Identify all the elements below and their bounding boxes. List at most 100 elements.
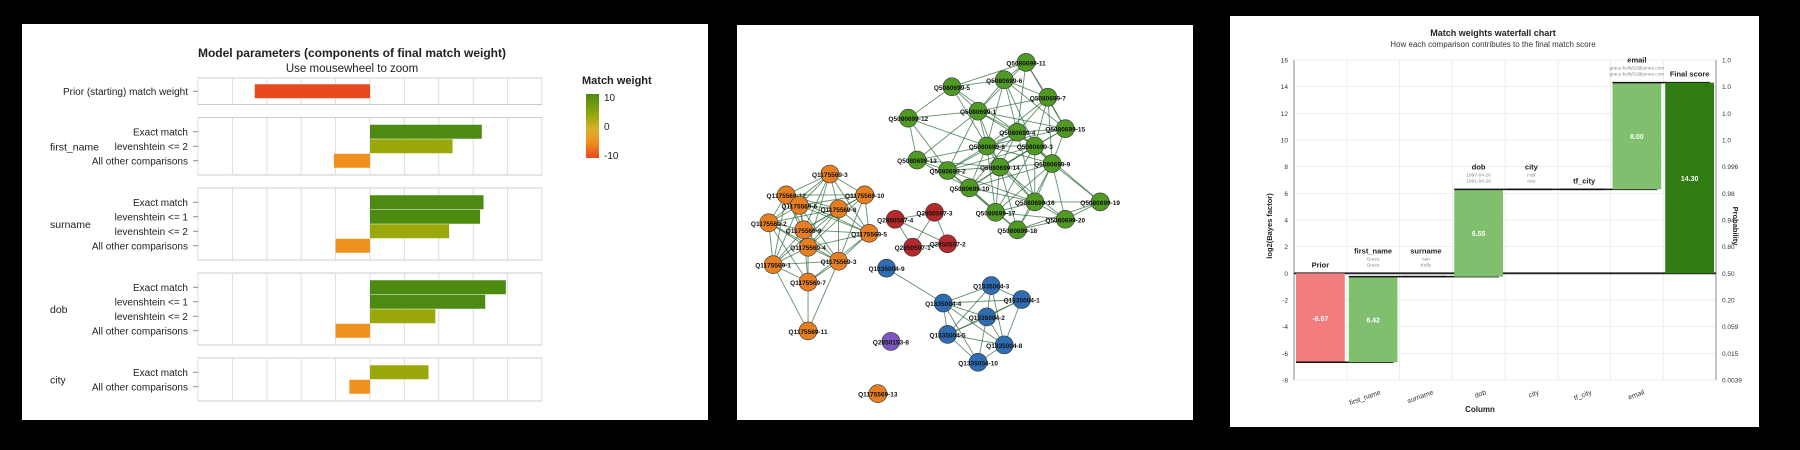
graph-node[interactable] bbox=[1042, 154, 1062, 173]
graph-node[interactable] bbox=[1038, 87, 1058, 107]
node-label: Q1335004-9 bbox=[868, 266, 905, 273]
graph-edge bbox=[969, 187, 1035, 203]
weight-bar[interactable] bbox=[370, 124, 482, 139]
y2-tick-label: 0.015 bbox=[1722, 351, 1739, 358]
graph-node[interactable] bbox=[899, 108, 918, 128]
graph-node[interactable] bbox=[986, 203, 1005, 222]
graph-node[interactable] bbox=[1008, 122, 1027, 142]
graph-node[interactable] bbox=[1025, 192, 1045, 212]
graph-edge bbox=[1003, 79, 1036, 147]
graph-node[interactable] bbox=[855, 185, 875, 205]
category-header: Prior bbox=[1312, 260, 1330, 269]
graph-node[interactable] bbox=[868, 384, 888, 404]
facet-label: city bbox=[50, 375, 67, 387]
weight-bar[interactable] bbox=[349, 379, 370, 394]
graph-node[interactable] bbox=[968, 101, 988, 121]
weight-bar[interactable] bbox=[370, 224, 450, 239]
weight-bar[interactable] bbox=[370, 280, 506, 295]
graph-edge bbox=[995, 163, 1053, 213]
graph-node[interactable] bbox=[885, 210, 905, 229]
weight-bar[interactable] bbox=[370, 195, 484, 210]
weight-bar[interactable] bbox=[370, 294, 486, 309]
graph-node[interactable] bbox=[968, 353, 988, 372]
graph-node[interactable] bbox=[942, 77, 962, 97]
graph-node[interactable] bbox=[981, 276, 1001, 295]
graph-node[interactable] bbox=[859, 223, 879, 243]
graph-node[interactable] bbox=[877, 258, 896, 278]
node-label: Q1175569-1 bbox=[755, 263, 791, 270]
waterfall-bar[interactable] bbox=[1348, 276, 1398, 363]
bar-value-label: 8.00 bbox=[1630, 134, 1644, 141]
node-label: Q1175569-12 bbox=[767, 193, 807, 200]
graph-node[interactable] bbox=[763, 255, 783, 274]
weight-bar[interactable] bbox=[335, 323, 370, 338]
row-label: Exact match bbox=[133, 368, 188, 379]
row-label: All other comparisons bbox=[92, 241, 188, 252]
graph-node[interactable] bbox=[1025, 136, 1045, 156]
graph-node[interactable] bbox=[1055, 119, 1075, 138]
graph-node[interactable] bbox=[798, 272, 818, 292]
graph-node[interactable] bbox=[881, 332, 901, 351]
graph-edge bbox=[799, 204, 870, 234]
waterfall-bar[interactable] bbox=[1612, 82, 1662, 190]
graph-node[interactable] bbox=[994, 335, 1014, 355]
value-annotation: Hull bbox=[1527, 172, 1535, 178]
y2-tick-label: 0.0039 bbox=[1722, 378, 1742, 385]
waterfall-bar[interactable] bbox=[1296, 273, 1345, 363]
graph-node[interactable] bbox=[990, 157, 1010, 177]
graph-node[interactable] bbox=[790, 196, 809, 215]
node-label: Q1175569-8 bbox=[821, 207, 857, 214]
graph-node[interactable] bbox=[829, 199, 848, 219]
weight-bar[interactable] bbox=[335, 238, 370, 253]
graph-node[interactable] bbox=[759, 213, 779, 233]
value-annotation: grace.kelly52@jones.com bbox=[1609, 66, 1664, 72]
weight-bar[interactable] bbox=[333, 153, 370, 168]
weight-bar[interactable] bbox=[370, 309, 436, 324]
category-header: dob bbox=[1472, 162, 1486, 171]
graph-node[interactable] bbox=[994, 70, 1014, 90]
weight-bar[interactable] bbox=[370, 139, 453, 154]
graph-node[interactable] bbox=[938, 161, 957, 180]
graph-edge bbox=[886, 267, 944, 304]
graph-node[interactable] bbox=[798, 321, 818, 341]
graph-node[interactable] bbox=[1008, 220, 1027, 240]
graph-node[interactable] bbox=[977, 136, 997, 156]
waterfall-bar[interactable] bbox=[1665, 82, 1714, 274]
x-tick-label: city bbox=[1528, 389, 1541, 399]
node-label: Q5080699-9 bbox=[1034, 162, 1071, 169]
graph-node[interactable] bbox=[938, 234, 957, 254]
y2-tick-label: 0.50 bbox=[1722, 271, 1735, 278]
node-label: Q1335004-5 bbox=[929, 332, 966, 339]
bar-value-label: -6.67 bbox=[1312, 316, 1328, 323]
node-label: Q5080699-3 bbox=[1017, 144, 1054, 151]
category-header: tf_city bbox=[1573, 176, 1596, 185]
graph-node[interactable] bbox=[820, 164, 840, 184]
graph-node[interactable] bbox=[903, 237, 922, 257]
graph-node[interactable] bbox=[938, 325, 957, 344]
graph-node[interactable] bbox=[1016, 53, 1036, 72]
graph-node[interactable] bbox=[1055, 210, 1075, 229]
node-label: Q5080699-12 bbox=[888, 116, 928, 123]
graph-edge bbox=[947, 285, 992, 335]
waterfall-title: Match weights waterfall chart bbox=[1430, 28, 1556, 38]
weight-bar[interactable] bbox=[370, 365, 429, 380]
graph-node[interactable] bbox=[907, 150, 927, 170]
node-label: Q5080699-18 bbox=[997, 228, 1037, 235]
graph-node[interactable] bbox=[925, 203, 944, 222]
graph-node[interactable] bbox=[776, 185, 796, 205]
graph-node[interactable] bbox=[794, 220, 813, 240]
node-label: Q1175569-10 bbox=[845, 193, 885, 200]
weight-bar[interactable] bbox=[370, 209, 481, 224]
graph-node[interactable] bbox=[798, 237, 818, 257]
node-label: Q5080699-8 bbox=[969, 144, 1006, 151]
graph-node[interactable] bbox=[829, 251, 848, 271]
graph-node[interactable] bbox=[1090, 192, 1110, 212]
weight-bar[interactable] bbox=[254, 84, 370, 99]
graph-node[interactable] bbox=[1012, 290, 1031, 309]
graph-node[interactable] bbox=[960, 178, 979, 198]
graph-edge bbox=[986, 96, 1049, 147]
category-header: city bbox=[1525, 162, 1539, 171]
graph-node[interactable] bbox=[933, 293, 953, 313]
graph-node[interactable] bbox=[977, 307, 997, 327]
waterfall-bar[interactable] bbox=[1454, 189, 1503, 277]
